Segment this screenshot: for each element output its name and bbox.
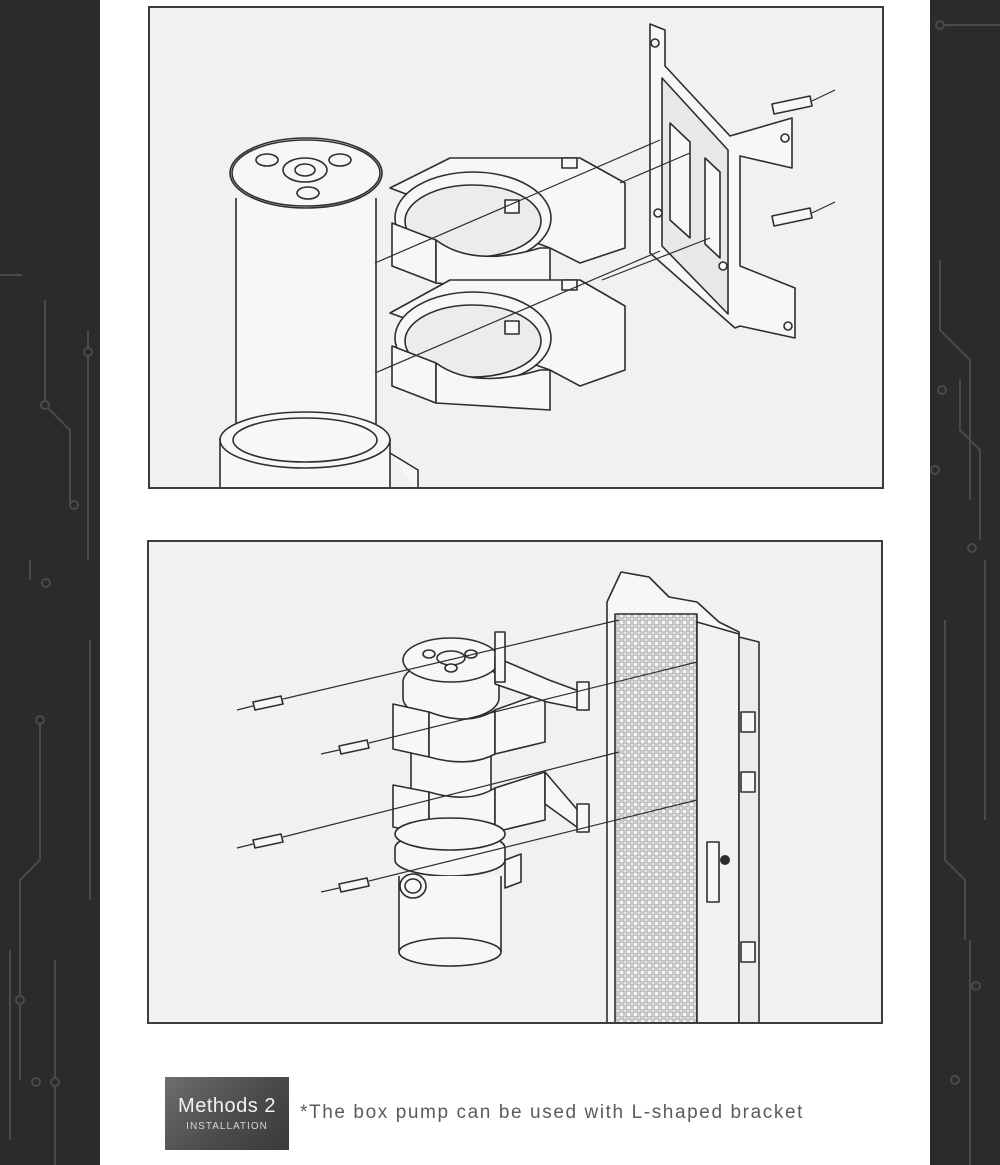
circuit-pattern-right [930, 20, 1000, 1165]
circuit-pattern-left [0, 274, 93, 1165]
pump-radiator-l-bracket-illustration [236, 571, 760, 1022]
installation-note: *The box pump can be used with L-shaped … [300, 1102, 805, 1123]
figure-reservoir-bracket [148, 6, 884, 489]
figure-pump-radiator [147, 540, 883, 1024]
reservoir-bracket-exploded-illustration [219, 23, 836, 487]
badge-title: Methods 2 [178, 1095, 276, 1117]
methods-badge: Methods 2 INSTALLATION [165, 1077, 289, 1150]
instruction-sheet: Methods 2 INSTALLATION *The box pump can… [100, 0, 930, 1165]
badge-subtitle: INSTALLATION [186, 1121, 268, 1132]
